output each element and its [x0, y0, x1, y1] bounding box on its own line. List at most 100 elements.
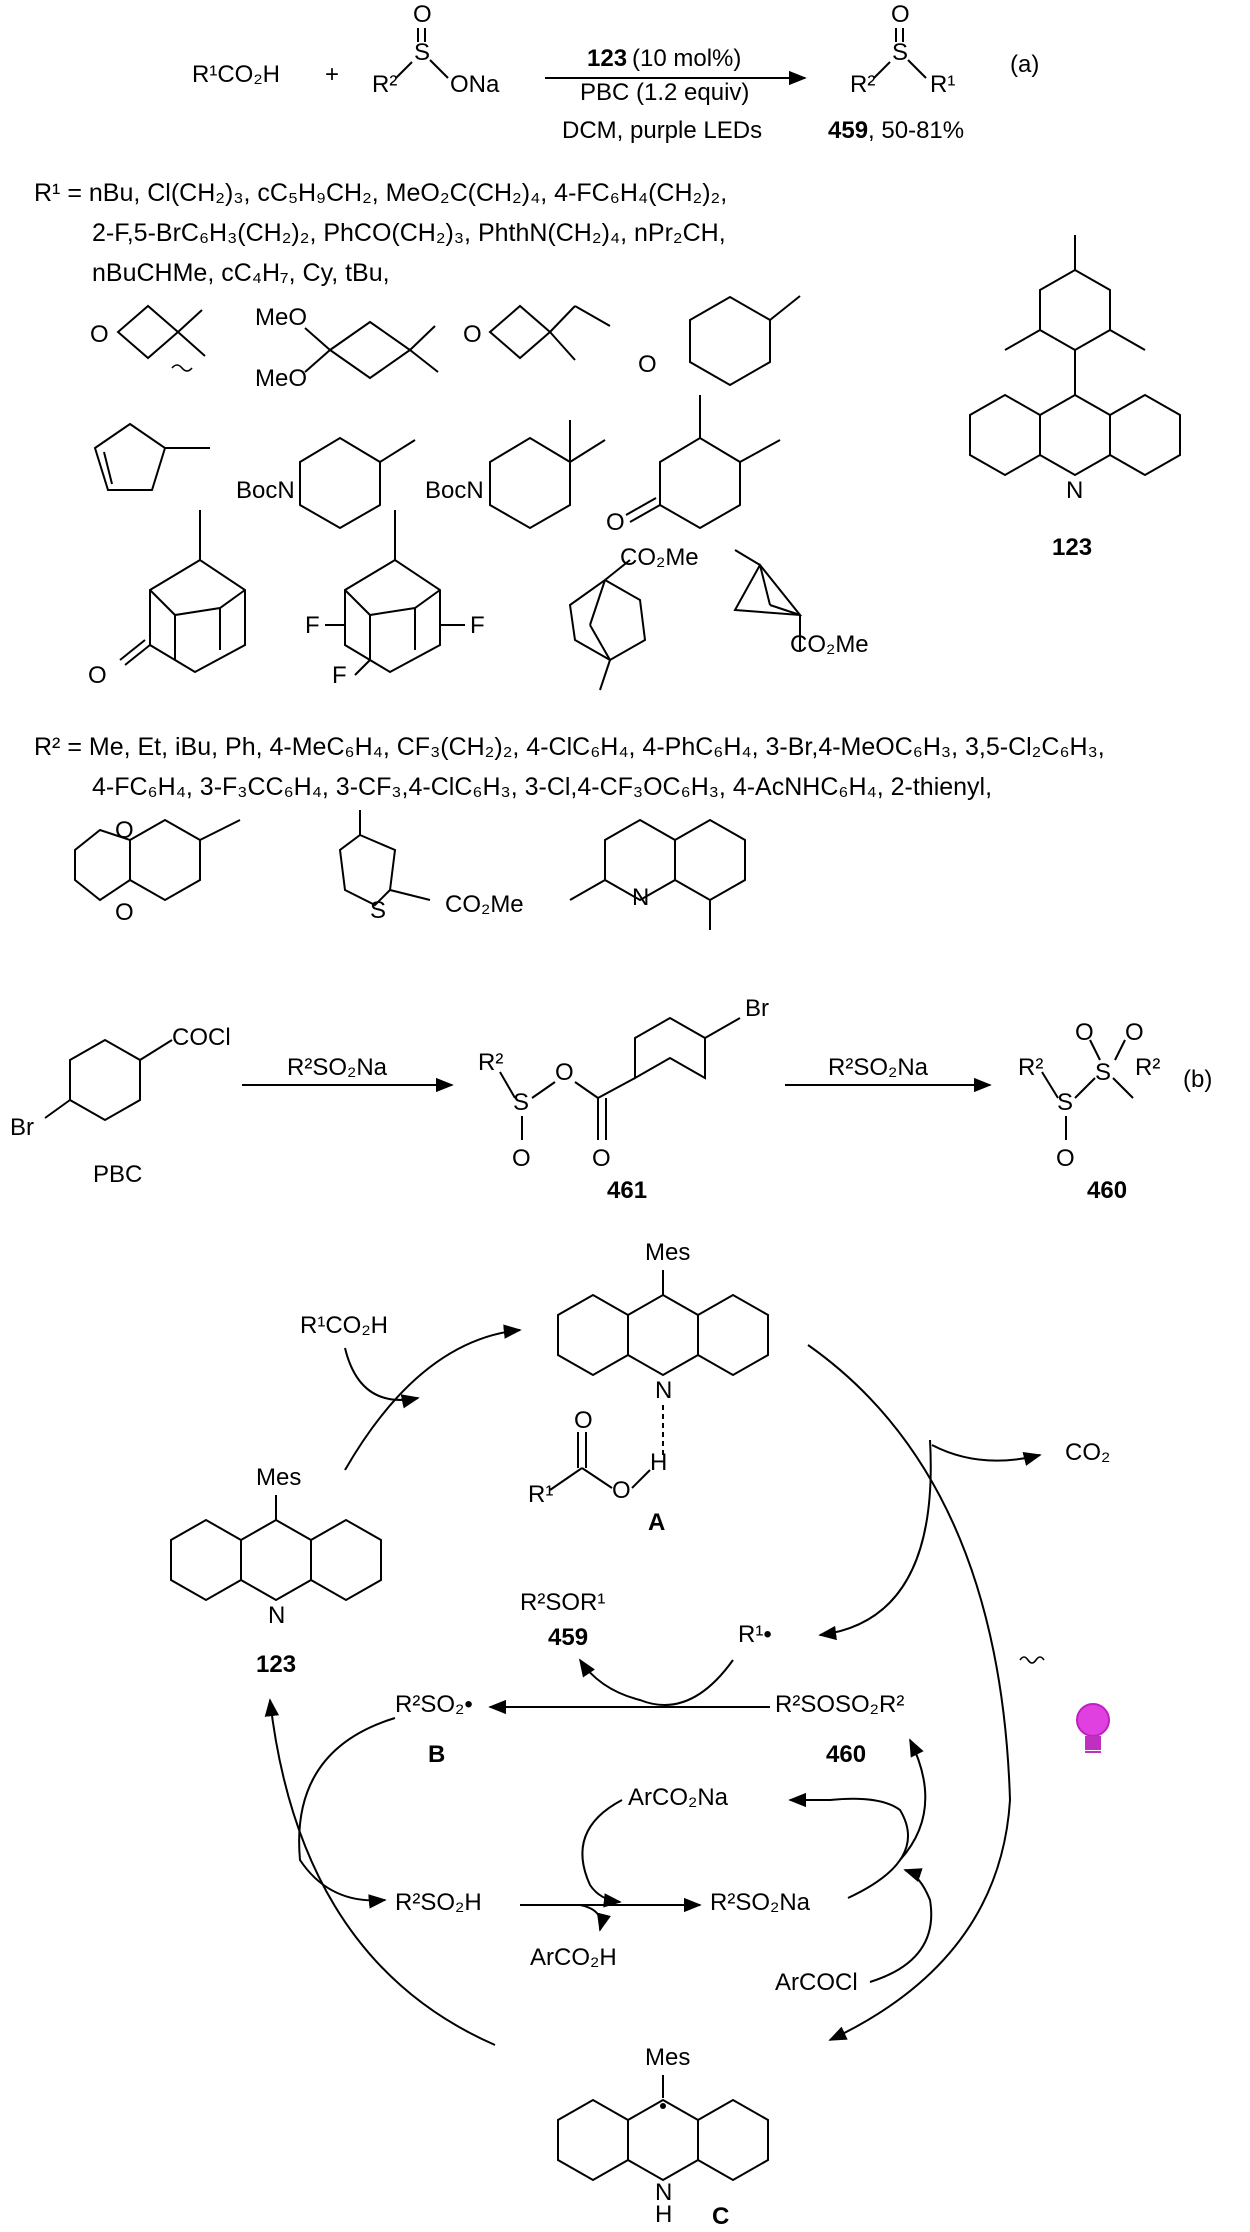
thiosulfonate-460-structure: R² S O S O O R² 460	[1018, 1019, 1160, 1204]
svg-text:R²: R²	[1135, 1054, 1160, 1081]
arc-123-to-a	[344, 1324, 522, 1471]
svg-text:Mes: Mes	[256, 1464, 301, 1491]
arc-a-to-c	[807, 1344, 1012, 2041]
catalyst-label: 123	[1052, 534, 1092, 561]
sulfoxide-product-label: 459	[548, 1624, 588, 1651]
species-c-structure: Mes N H C	[557, 2044, 769, 2230]
svg-text:CO₂Me: CO₂Me	[445, 891, 524, 918]
species-460-label: 460	[826, 1741, 866, 1768]
reactant-carboxylic-acid: R¹CO₂H	[192, 61, 280, 88]
species-460: R²SOSO₂R²	[775, 1691, 904, 1718]
svg-text:Br: Br	[745, 995, 769, 1022]
r2-scope-structures: O O S CO₂Me N	[74, 810, 746, 930]
svg-text:A: A	[648, 1509, 665, 1536]
svg-text:O: O	[612, 1477, 631, 1504]
r1-scope-line-3: nBuCHMe, cC₄H₇, Cy, tBu,	[92, 259, 390, 287]
svg-text:MeO: MeO	[255, 304, 307, 331]
svg-text:N: N	[632, 884, 649, 911]
svg-text:461: 461	[607, 1177, 647, 1204]
trifluoroadamantane-substituent: F F F	[305, 510, 485, 689]
acridine-catalyst-structure: N 123	[969, 235, 1181, 561]
svg-text:O: O	[88, 662, 107, 689]
svg-text:Br: Br	[10, 1114, 34, 1141]
product-r1: R¹	[930, 71, 955, 98]
catalyst-n: N	[1066, 477, 1083, 504]
oxetane-substituent: O	[90, 304, 206, 372]
benzodioxane-substituent: O O	[74, 817, 241, 926]
svg-text:C: C	[712, 2203, 729, 2230]
svg-text:F: F	[332, 662, 347, 689]
svg-text:R²SO₂Na: R²SO₂Na	[828, 1054, 929, 1081]
tetrahydropyran-substituent: O	[638, 295, 801, 387]
arcocl-input: ArCOCl	[775, 1969, 858, 1996]
arco2h-output: ArCO₂H	[530, 1944, 617, 1971]
svg-text:O: O	[574, 1407, 593, 1434]
sulfoxide-product: R²SOR¹	[520, 1589, 605, 1616]
sulfinate-s: S	[414, 39, 430, 66]
r2-scope-line-1: R² = Me, Et, iBu, Ph, 4-MeC₆H₄, CF₃(CH₂)…	[34, 733, 1105, 761]
product-o: O	[891, 1, 910, 28]
svg-text:R²SO₂Na: R²SO₂Na	[287, 1054, 388, 1081]
svg-text:S: S	[1057, 1089, 1073, 1116]
svg-text:R²: R²	[1018, 1054, 1043, 1081]
species-b-radical: R²SO₂•	[395, 1691, 473, 1718]
acid-input: R¹CO₂H	[300, 1312, 388, 1339]
svg-text:O: O	[115, 899, 134, 926]
co2-output: CO₂	[1065, 1439, 1110, 1466]
bicyclopentane-ester-substituent: CO₂Me	[733, 549, 869, 658]
species-b-label: B	[428, 1741, 445, 1768]
purple-light-bulb-icon	[1076, 1703, 1110, 1753]
product-s: S	[892, 39, 908, 66]
r1-scope-structures: O MeO MeO O O	[88, 295, 869, 691]
svg-text:S: S	[370, 897, 386, 924]
catalytic-mechanism: Mes N O R¹ O H A R¹CO₂H CO₂	[170, 1239, 1110, 2230]
svg-text:R¹: R¹	[528, 1481, 553, 1508]
sulfinate-r2: R²	[372, 71, 397, 98]
svg-text:CO₂Me: CO₂Me	[790, 631, 869, 658]
svg-text:N: N	[268, 1602, 285, 1629]
arco2na: ArCO₂Na	[628, 1784, 729, 1811]
svg-text:BocN: BocN	[425, 477, 484, 504]
svg-text:O: O	[90, 321, 109, 348]
reagent-pbc: PBC (1.2 equiv)	[580, 79, 749, 106]
r1-scope-line-1: R¹ = nBu, Cl(CH₂)₃, cC₅H₉CH₂, MeO₂C(CH₂)…	[34, 179, 728, 207]
svg-text:O: O	[555, 1059, 574, 1086]
catalyst-loading: (10 mol%)	[632, 45, 741, 72]
svg-text:Mes: Mes	[645, 2044, 690, 2071]
sulfinate-ona: ONa	[450, 71, 500, 98]
dimethoxycyclobutane-substituent: MeO MeO	[255, 304, 439, 392]
conditions: DCM, purple LEDs	[562, 117, 762, 144]
part-b-tag: (b)	[1183, 1066, 1212, 1093]
product-number: 459, 50-81%	[828, 117, 964, 144]
species-123-structure: Mes N 123	[170, 1464, 382, 1678]
sulfinic-acid: R²SO₂H	[395, 1889, 482, 1916]
svg-text:PBC: PBC	[93, 1161, 142, 1188]
adamantanone-substituent: O	[88, 510, 246, 689]
sulfinate-o: O	[413, 1, 432, 28]
svg-text:H: H	[655, 2201, 672, 2228]
plus-sign: +	[325, 61, 339, 88]
part-a-reaction: R¹CO₂H + R² S O ONa 123 (10 mol%) PBC (1…	[192, 1, 1039, 144]
svg-text:O: O	[606, 509, 625, 536]
svg-text:R²: R²	[478, 1049, 503, 1076]
sulfoxide-product-structure: R² S O R¹	[850, 1, 955, 98]
part-b-reaction: COCl Br PBC R²SO₂Na R² S O O O Br 461	[10, 995, 1212, 1204]
svg-text:O: O	[1056, 1145, 1075, 1172]
r1-radical: R¹•	[738, 1621, 772, 1648]
methylquinoline-substituent: N	[569, 818, 746, 930]
svg-text:F: F	[305, 612, 320, 639]
svg-text:O: O	[115, 817, 134, 844]
part-a-tag: (a)	[1010, 51, 1039, 78]
svg-text:S: S	[1095, 1059, 1111, 1086]
pbc-structure: COCl Br PBC	[10, 1024, 231, 1188]
ethyl-oxetane-substituent: O	[463, 304, 611, 361]
arc-c-to-123	[264, 1698, 496, 2046]
svg-text:O: O	[463, 321, 482, 348]
svg-text:O: O	[1125, 1019, 1144, 1046]
svg-text:F: F	[470, 612, 485, 639]
r2-scope-line-2: 4-FC₆H₄, 3-F₃CC₆H₄, 3-CF₃,4-ClC₆H₃, 3-Cl…	[92, 773, 993, 801]
sodium-sulfinate-structure: R² S O ONa	[372, 1, 500, 98]
svg-text:123: 123	[256, 1651, 296, 1678]
intermediate-461-structure: R² S O O O Br 461	[478, 995, 769, 1204]
